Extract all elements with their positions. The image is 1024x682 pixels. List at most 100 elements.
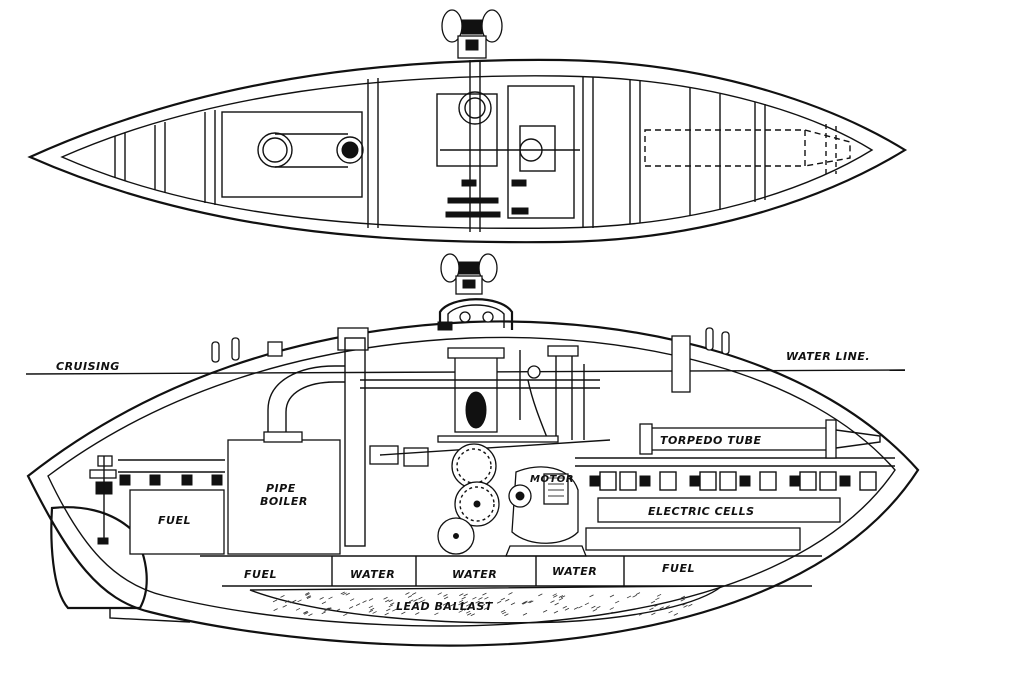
ballast-mark xyxy=(651,612,656,616)
ballast-mark xyxy=(680,598,685,602)
ballast-mark xyxy=(562,605,567,609)
ballast-mark xyxy=(505,598,510,602)
ballast-mark xyxy=(496,600,502,604)
ballast-mark xyxy=(465,603,471,607)
lead-ballast-label: LEAD BALLAST xyxy=(396,600,494,613)
ballast-mark xyxy=(638,612,644,616)
ballast-mark xyxy=(527,600,532,604)
ballast-mark xyxy=(418,596,423,600)
ballast-mark xyxy=(280,595,285,598)
fuel-bottom-right-label: FUEL xyxy=(662,562,695,575)
ballast-mark xyxy=(626,595,632,599)
conning-tower xyxy=(438,298,514,330)
ballast-mark xyxy=(510,602,516,606)
plan-propeller xyxy=(441,9,503,59)
water-1-label: WATER xyxy=(350,568,395,581)
ballast-mark xyxy=(388,599,393,603)
ballast-mark xyxy=(272,599,278,603)
ballast-mark xyxy=(369,607,375,611)
ballast-mark xyxy=(659,606,664,610)
ballast-mark xyxy=(324,607,329,611)
ballast-mark xyxy=(401,611,406,615)
ballast-mark xyxy=(407,595,413,598)
ballast-mark xyxy=(500,609,506,613)
ballast-mark xyxy=(386,608,391,612)
ballast-mark xyxy=(461,596,466,600)
plan-inner-hull xyxy=(60,75,874,229)
ballast-mark xyxy=(458,602,463,606)
ballast-mark xyxy=(355,603,361,606)
ballast-mark xyxy=(282,604,287,608)
electric-cells-label: ELECTRIC CELLS xyxy=(648,505,755,518)
ballast-mark xyxy=(482,592,487,596)
ballast-mark xyxy=(463,601,468,605)
torpedo-tube xyxy=(639,419,881,459)
ballast-mark xyxy=(668,610,673,614)
ballast-mark xyxy=(550,600,555,603)
section-view: FUEL PIPE BOILER xyxy=(25,253,920,647)
water-3-label: WATER xyxy=(552,565,597,578)
ballast-mark xyxy=(372,611,377,614)
pipe-label: PIPE xyxy=(266,482,296,495)
ballast-mark xyxy=(483,607,489,610)
ballast-mark xyxy=(542,609,548,613)
ballast-mark xyxy=(458,599,464,603)
steam-engine xyxy=(360,345,611,467)
ballast-mark xyxy=(408,599,414,603)
ballast-mark xyxy=(578,605,583,609)
plan-engine-block xyxy=(436,93,498,167)
ballast-mark xyxy=(345,592,350,596)
ballast-mark xyxy=(306,595,311,598)
ballast-mark xyxy=(554,602,559,606)
motor-label: MOTOR xyxy=(530,474,574,485)
ballast-mark xyxy=(682,602,687,606)
ballast-mark xyxy=(326,607,331,610)
ballast-mark xyxy=(328,596,333,600)
ballast-mark xyxy=(405,592,410,595)
torpedo-tube-label: TORPEDO TUBE xyxy=(660,434,762,447)
plan-view xyxy=(27,9,908,244)
ballast-mark xyxy=(450,603,455,607)
ballast-mark xyxy=(521,601,527,605)
water-line-label: WATER LINE. xyxy=(786,350,870,363)
ballast-mark xyxy=(306,596,312,599)
ballast-mark xyxy=(472,596,477,600)
stern-steering-gear xyxy=(89,455,117,545)
ballast-mark xyxy=(442,602,448,606)
ballast-mark xyxy=(470,613,475,617)
ballast-mark xyxy=(475,600,480,604)
bottom-tanks xyxy=(200,555,822,587)
ballast-mark xyxy=(665,605,670,608)
ballast-mark xyxy=(596,606,601,609)
ballast-mark xyxy=(522,612,528,616)
stack-pipe xyxy=(344,337,366,547)
boiler-label: BOILER xyxy=(260,495,308,508)
plan-flywheel xyxy=(458,91,492,125)
ballast-mark xyxy=(321,611,326,615)
ballast-mark xyxy=(384,612,389,616)
ballast-mark xyxy=(591,605,596,609)
ballast-mark xyxy=(411,592,417,595)
ballast-mark xyxy=(368,605,374,609)
ballast-mark xyxy=(650,600,656,604)
plan-torpedo-tube xyxy=(644,129,806,167)
fuel-tank-left xyxy=(129,489,225,555)
lead-ballast-texture xyxy=(272,591,693,617)
ballast-mark xyxy=(485,601,491,605)
ballast-mark xyxy=(349,598,355,602)
ballast-mark xyxy=(415,612,420,615)
section-propeller xyxy=(440,253,498,295)
stern-rudder xyxy=(50,506,148,610)
ballast-mark xyxy=(522,601,527,605)
ballast-mark xyxy=(304,612,309,615)
ballast-mark xyxy=(417,600,423,604)
ballast-mark xyxy=(368,598,374,601)
ballast-mark xyxy=(392,608,397,612)
structure-hatches xyxy=(119,474,851,487)
ballast-mark xyxy=(273,608,278,611)
ballast-mark xyxy=(297,599,302,603)
ballast-mark xyxy=(459,593,464,597)
ballast-mark xyxy=(463,607,469,611)
plan-gears xyxy=(445,179,529,218)
